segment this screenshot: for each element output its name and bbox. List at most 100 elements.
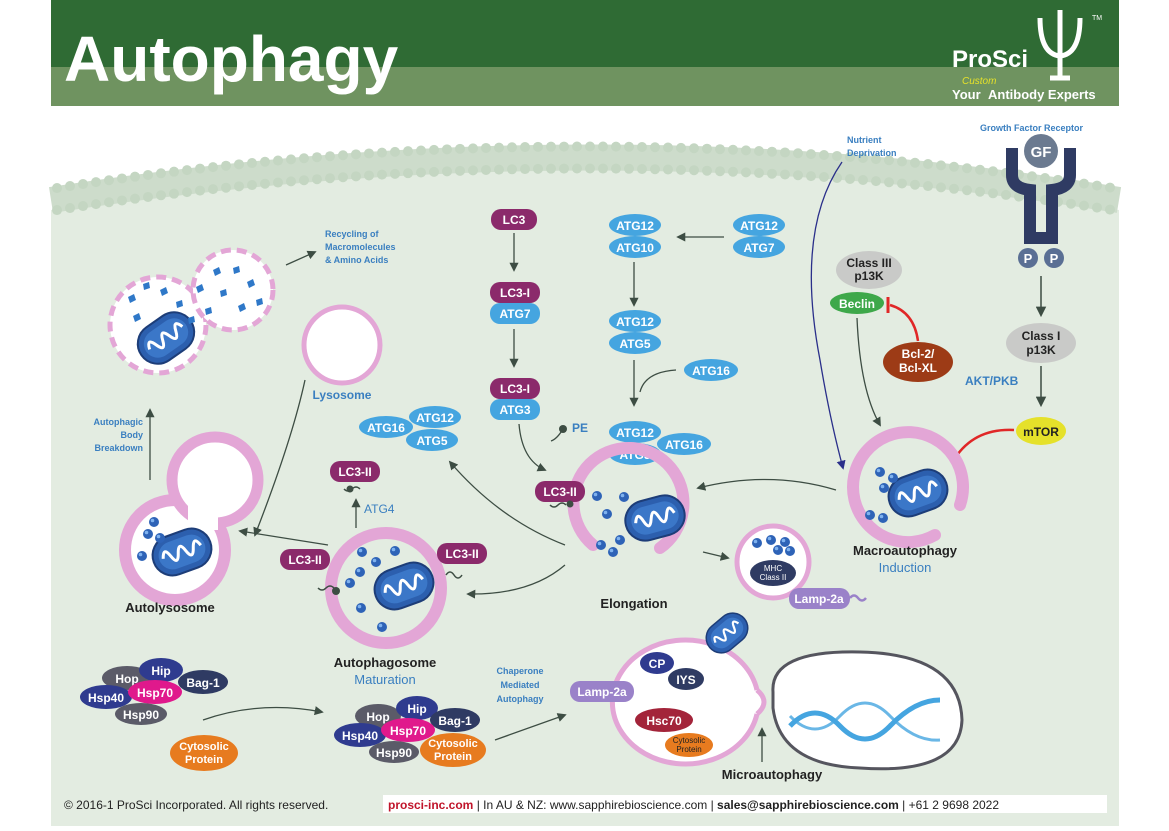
lipid-bead — [390, 146, 400, 157]
lipid-bead — [442, 144, 452, 155]
lamp2a-cma: Lamp-2a — [577, 685, 627, 699]
growth-factor-receptor: GF P P — [1006, 134, 1076, 268]
lipid-bead — [364, 170, 374, 181]
lysosome-cma: CP IYS Hsc70 Cytosolic Protein — [609, 605, 767, 767]
psi-icon — [1037, 10, 1083, 81]
lipid-bead — [182, 165, 192, 176]
lipid-bead — [624, 141, 634, 152]
tagline-rest: Antibody Experts — [988, 87, 1096, 102]
page-title: Autophagy — [64, 23, 399, 95]
lipid-bead — [689, 165, 699, 176]
lipid-bead — [442, 166, 452, 177]
lipid-bead — [260, 156, 270, 167]
lipid-bead — [546, 141, 556, 152]
lipid-bead — [91, 199, 101, 210]
cytosolic-protein-free — [170, 735, 238, 771]
atg16-a: ATG16 — [692, 364, 730, 378]
atg12-b: ATG12 — [616, 219, 654, 233]
cma-line3: Autophagy — [497, 694, 544, 704]
tagline-your: Your — [952, 87, 981, 102]
chaperone-complex-free: Hop Hip Bag-1 Hsp40 Hsp70 Hsp90 — [80, 658, 228, 725]
lipid-bead — [715, 144, 725, 155]
lipid-bead — [832, 150, 842, 161]
footer-copyright: © 2016-1 ProSci Incorporated. All rights… — [64, 798, 328, 812]
lipid-bead — [910, 179, 920, 190]
atg12-e: ATG12 — [416, 411, 454, 425]
mhc-line2: Class II — [760, 573, 787, 582]
class1-line2: p13K — [1026, 343, 1056, 357]
lipid-bead — [221, 182, 231, 193]
lipid-bead — [650, 164, 660, 175]
lipid-bead — [234, 159, 244, 170]
footer-email-link[interactable]: sales@sapphirebioscience.com — [717, 798, 899, 812]
lipid-bead — [338, 150, 348, 161]
nucleus — [771, 650, 964, 771]
lipid-bead — [65, 203, 75, 214]
gf-label: GF — [1031, 144, 1052, 161]
lipid-bead — [533, 141, 543, 152]
lipid-bead — [403, 146, 413, 157]
iys-label: IYS — [676, 673, 695, 687]
lipid-bead — [273, 177, 283, 188]
lipid-bead — [845, 173, 855, 184]
tm-mark: TM — [1092, 15, 1102, 22]
lipid-bead — [247, 158, 257, 169]
lipid-bead — [949, 183, 959, 194]
footer-website-link[interactable]: prosci-inc.com — [388, 798, 473, 812]
atg7-label-1: ATG7 — [499, 307, 530, 321]
lipid-bead — [832, 172, 842, 183]
autophagosome-label: Autophagosome — [334, 655, 437, 670]
lipid-bead — [1079, 178, 1089, 189]
lipid-bead — [65, 181, 75, 192]
cyto-a-line2: Protein — [185, 754, 223, 766]
lipid-bead — [364, 148, 374, 159]
lipid-bead — [793, 170, 803, 181]
lipid-bead — [390, 168, 400, 179]
recycling-line3: & Amino Acids — [325, 255, 388, 265]
lipid-bead — [663, 142, 673, 153]
lipid-bead — [455, 165, 465, 176]
atg10: ATG10 — [616, 241, 654, 255]
lipid-bead — [936, 160, 946, 171]
lipid-bead — [663, 164, 673, 175]
lipid-bead — [728, 144, 738, 155]
class3-pi3k — [836, 251, 902, 289]
lipid-bead — [780, 169, 790, 180]
lipid-bead — [1079, 200, 1089, 211]
lysosome-label: Lysosome — [313, 388, 372, 402]
bag1-a: Bag-1 — [186, 676, 220, 690]
lipid-bead — [819, 172, 829, 183]
class3-line2: p13K — [854, 269, 884, 283]
lipid-bead — [1092, 180, 1102, 191]
lipid-bead — [884, 177, 894, 188]
mtor-label: mTOR — [1023, 425, 1059, 439]
lc3ii-left: LC3-II — [288, 553, 321, 567]
lipid-bead — [585, 163, 595, 174]
lipid-bead — [871, 176, 881, 187]
lipid-bead — [429, 144, 439, 155]
lipid-bead — [624, 163, 634, 174]
mtor — [1016, 417, 1066, 445]
lipid-bead — [351, 171, 361, 182]
lipid-bead — [260, 178, 270, 189]
hip-a: Hip — [151, 664, 170, 678]
footer-contact: prosci-inc.com | In AU & NZ: www.sapphir… — [388, 798, 999, 812]
lipid-bead — [169, 166, 179, 177]
lipid-bead — [702, 165, 712, 176]
chaperone-complex-bound: Hop Hip Bag-1 Hsp40 Hsp70 Hsp90 Cytosoli… — [334, 696, 486, 767]
lipid-bead — [195, 185, 205, 196]
atg5-e: ATG5 — [416, 434, 447, 448]
lipid-bead — [377, 169, 387, 180]
lipid-bead — [481, 164, 491, 175]
class1-pi3k — [1006, 323, 1076, 363]
lipid-bead — [962, 185, 972, 196]
lc3-pathway: LC3 LC3-I ATG7 LC3-I ATG3 PE — [490, 209, 588, 472]
lipid-bead — [455, 143, 465, 154]
lipid-bead — [676, 164, 686, 175]
lipid-bead — [78, 179, 88, 190]
lipid-bead — [975, 164, 985, 175]
lipid-bead — [988, 166, 998, 177]
lipid-bead — [507, 142, 517, 153]
atg3-label: ATG3 — [499, 403, 530, 417]
hsp90-b: Hsp90 — [376, 746, 412, 760]
